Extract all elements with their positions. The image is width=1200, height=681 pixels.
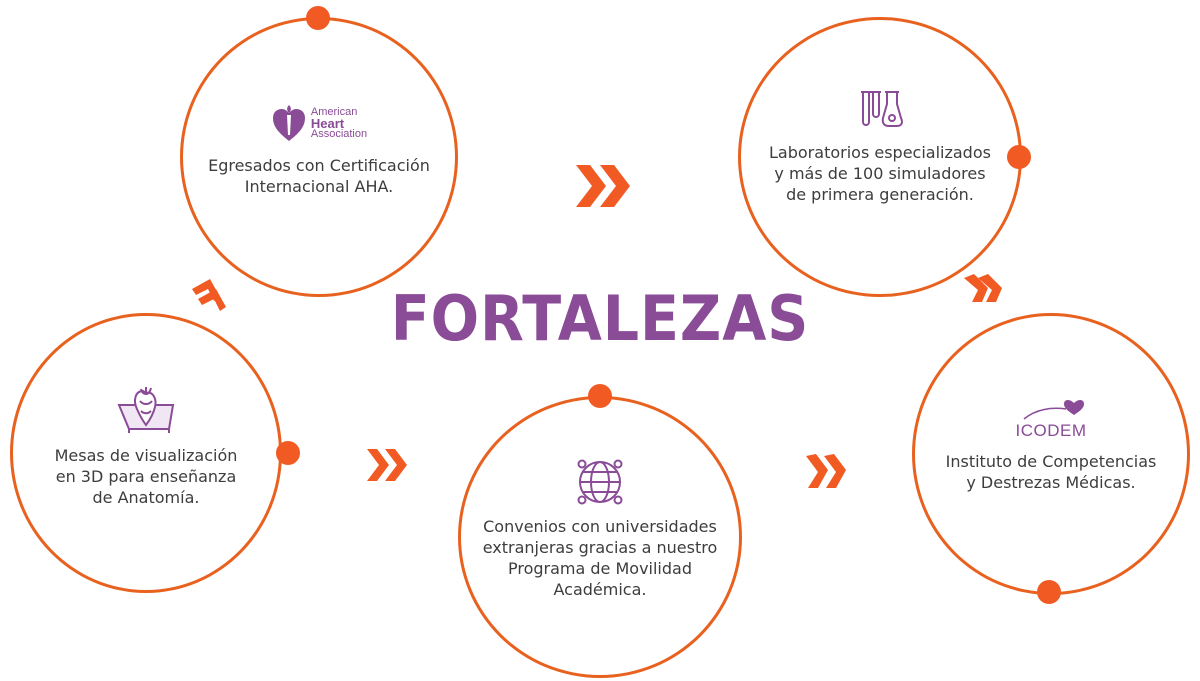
laboratorios-text: Laboratorios especializados y más de 100… — [769, 142, 991, 204]
convenios-text: Convenios con universidades extranjeras … — [482, 517, 718, 599]
connector-dot — [306, 6, 330, 30]
double-chevron-icon — [576, 165, 630, 207]
circle-icodem: ICODEM Instituto de Competencias y Destr… — [912, 313, 1190, 595]
double-chevron-icon — [964, 274, 1002, 302]
aha-logo-line-1: American — [310, 105, 358, 118]
icodem-heart-swoosh-icon — [1023, 400, 1084, 420]
aha-logo-line-2: Heart — [310, 115, 345, 131]
icodem-logo-text: ICODEM — [1015, 421, 1087, 440]
connector-dot — [588, 384, 612, 408]
laboratory-flask-icon — [861, 90, 903, 127]
aha-logo-line-3: Association — [310, 127, 368, 140]
circle-aha: American Heart Association Egresados con… — [180, 17, 458, 297]
anatomy-text: Mesas de visualización en 3D para enseña… — [54, 445, 238, 507]
icodem-logo: ICODEM — [1000, 399, 1102, 441]
double-chevron-icon — [192, 279, 226, 311]
heart-torch-icon — [272, 105, 305, 141]
connector-dot — [276, 441, 300, 465]
aha-text: Egresados con Certificación Internaciona… — [208, 156, 430, 196]
circle-convenios: Convenios con universidades extranjeras … — [458, 396, 742, 678]
connector-dot — [1037, 580, 1061, 604]
double-chevron-icon — [806, 454, 846, 488]
circle-anatomy: Mesas de visualización en 3D para enseña… — [10, 313, 282, 593]
globe-network-icon — [577, 459, 623, 505]
icodem-text: Instituto de Competencias y Destrezas Mé… — [945, 452, 1157, 492]
connector-dot — [1007, 145, 1031, 169]
anatomy-3d-table-icon — [117, 386, 175, 433]
circle-laboratorios: Laboratorios especializados y más de 100… — [738, 17, 1022, 297]
american-heart-association-logo: American Heart Association — [271, 103, 367, 143]
page-title: FORTALEZAS — [390, 282, 810, 355]
double-chevron-icon — [367, 449, 407, 481]
